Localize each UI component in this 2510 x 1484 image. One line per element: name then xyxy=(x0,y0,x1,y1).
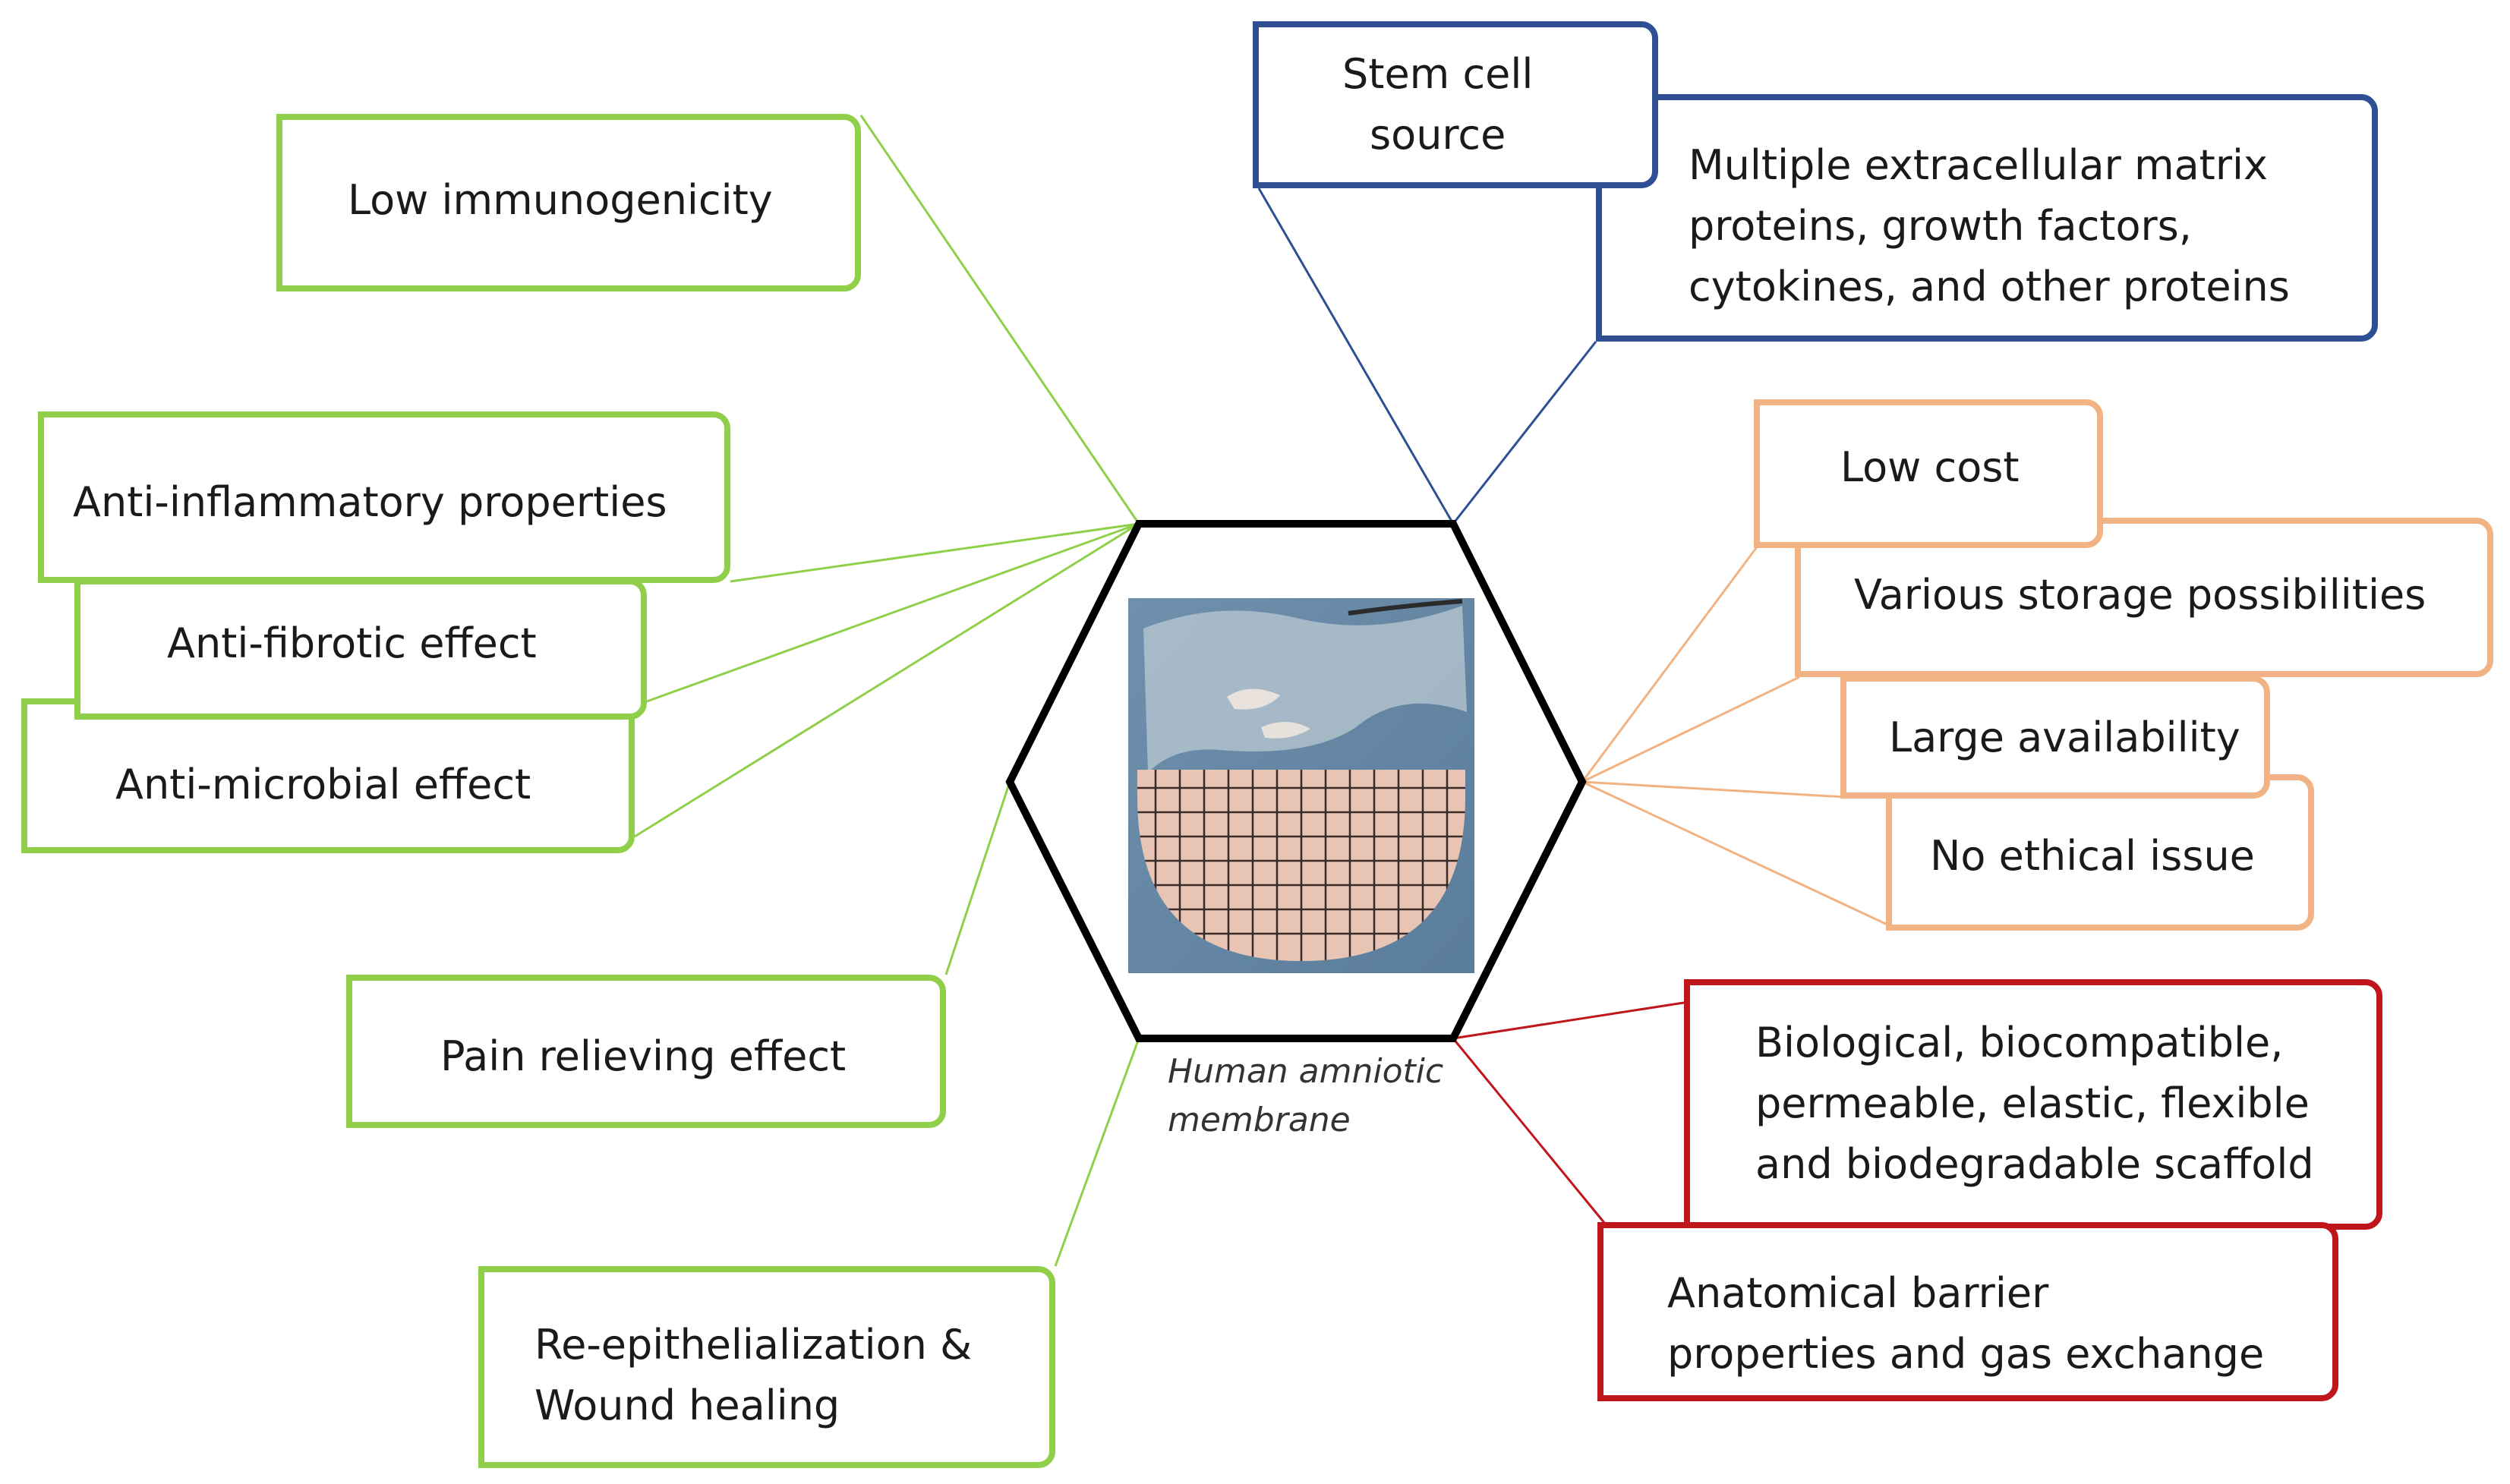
connector-low-immunogenicity xyxy=(859,115,1140,525)
connector-barrier xyxy=(1452,1038,1607,1224)
connector-pain-relieving xyxy=(944,781,1011,975)
connector-ethical xyxy=(1581,780,1891,928)
box-anti-inflammatory: Anti-inflammatory properties xyxy=(38,411,730,583)
label-no-ethical-issue: No ethical issue xyxy=(1930,832,2255,880)
label-anti-fibrotic: Anti-fibrotic effect xyxy=(167,619,537,667)
connector-anti-inflammatory xyxy=(730,522,1140,583)
box-anti-microbial: Anti-microbial effect xyxy=(21,698,635,853)
label-anti-microbial: Anti-microbial effect xyxy=(115,761,531,808)
label-storage: Various storage possibilities xyxy=(1854,571,2426,619)
box-storage: Various storage possibilities xyxy=(1795,518,2493,677)
label-stem-cell: Stem cell source xyxy=(1342,50,1534,159)
connector-low-cost xyxy=(1581,544,1760,783)
box-scaffold: Biological, biocompatible, permeable, el… xyxy=(1684,979,2382,1230)
box-anti-fibrotic: Anti-fibrotic effect xyxy=(74,578,647,720)
box-large-availability: Large availability xyxy=(1840,676,2270,799)
connector-availability xyxy=(1581,780,1846,799)
connector-stem-cell xyxy=(1257,187,1455,525)
amniotic-membrane-photo xyxy=(1128,598,1474,973)
box-low-immunogenicity: Low immunogenicity xyxy=(276,114,861,291)
connector-ecm-proteins xyxy=(1452,341,1597,525)
box-no-ethical-issue: No ethical issue xyxy=(1886,774,2314,931)
box-stem-cell: Stem cell source xyxy=(1253,21,1658,188)
label-ecm-proteins: Multiple extracellular matrix proteins, … xyxy=(1689,141,2290,310)
box-barrier: Anatomical barrier properties and gas ex… xyxy=(1597,1222,2338,1401)
box-pain-relieving: Pain relieving effect xyxy=(346,975,946,1128)
box-ecm-proteins: Multiple extracellular matrix proteins, … xyxy=(1596,94,2378,342)
label-low-cost: Low cost xyxy=(1840,443,2020,491)
connector-anti-fibrotic xyxy=(646,522,1140,703)
label-scaffold: Biological, biocompatible, permeable, el… xyxy=(1755,1019,2314,1188)
label-low-immunogenicity: Low immunogenicity xyxy=(348,176,773,224)
connector-re-epithelialization xyxy=(1054,1038,1140,1267)
connector-scaffold xyxy=(1452,1000,1689,1040)
label-re-epithelialization: Re-epithelialization & Wound healing xyxy=(534,1321,973,1429)
connector-storage xyxy=(1581,676,1800,783)
connector-anti-microbial xyxy=(634,522,1140,838)
label-large-availability: Large availability xyxy=(1889,714,2240,761)
box-low-cost: Low cost xyxy=(1754,399,2103,548)
label-anti-inflammatory: Anti-inflammatory properties xyxy=(73,478,667,526)
center-caption: Human amniotic membrane xyxy=(1168,1052,1444,1139)
label-barrier: Anatomical barrier properties and gas ex… xyxy=(1667,1269,2265,1378)
box-re-epithelialization: Re-epithelialization & Wound healing xyxy=(478,1266,1055,1468)
label-pain-relieving: Pain relieving effect xyxy=(440,1032,847,1080)
